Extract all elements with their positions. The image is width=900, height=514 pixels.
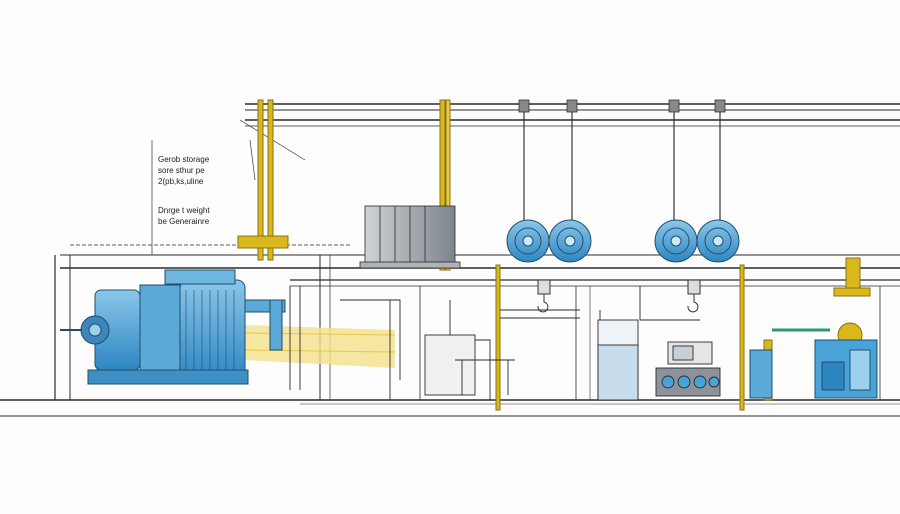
annotation-line: sore sthur pe [158,166,205,175]
cable-drums [506,99,740,263]
equipment-frames [424,319,639,401]
annotation-block-a: Gerob storage sore sthur pe 2(pb,ks,ulin… [158,154,209,187]
control-panel-icon [655,341,721,397]
transformer-cabinet [359,205,461,269]
annotation-line: Dnrge t weight [158,206,210,215]
annotation-line: be Generainre [158,217,210,226]
dimension-lines [151,119,306,255]
annotation-line: Gerob storage [158,155,210,164]
annotation-line: 2(pb,ks,uline [158,177,204,186]
pump-icon [749,322,878,399]
hook-icon [537,279,701,313]
floor-line [0,399,900,417]
cable-drum-icon [506,219,740,263]
annotation-block-b: Dnrge t weight be Generainre [158,205,210,227]
gantry-crane-icon [237,99,871,411]
generator-icon [60,269,286,385]
transfer-highlight [244,325,396,368]
